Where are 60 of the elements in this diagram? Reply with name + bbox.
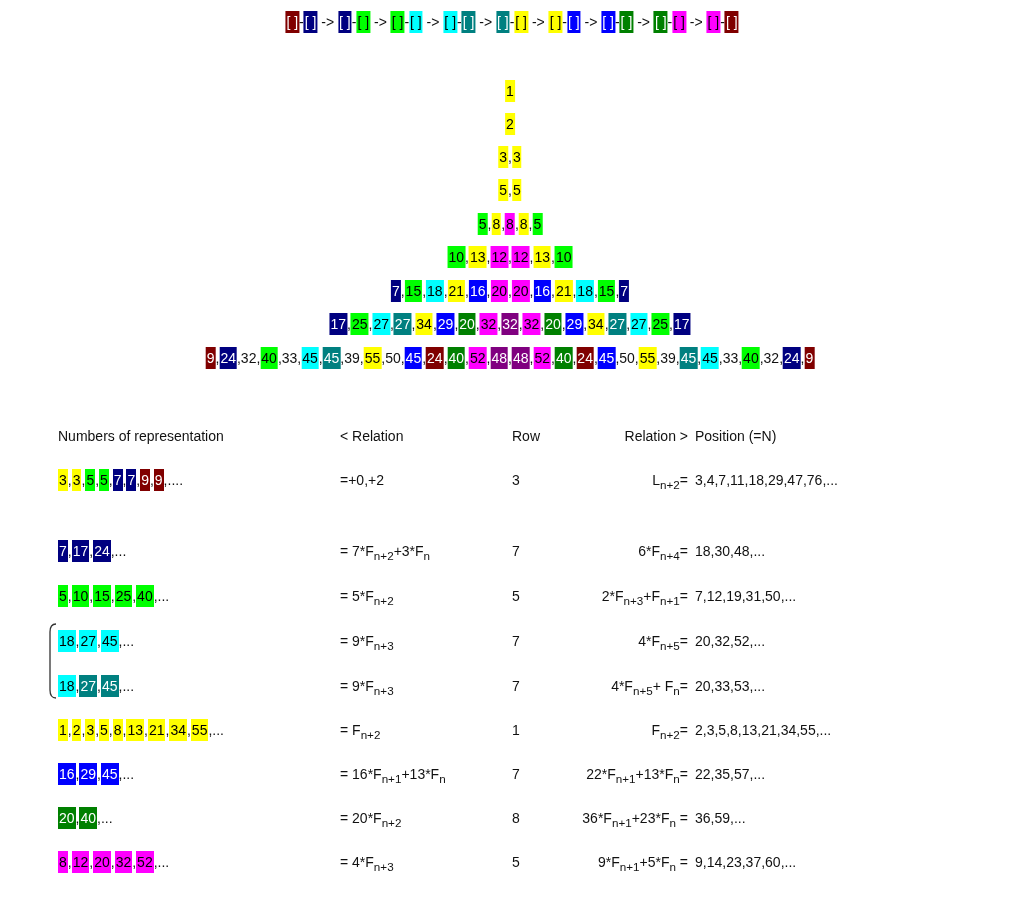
relation-formula: = 7*F$_{n+2}$+3*F$_{n}$ bbox=[340, 542, 431, 564]
column-header: Relation > bbox=[624, 427, 688, 446]
column-header: < Relation bbox=[340, 427, 404, 446]
relation-formula: F$_{n+2}$= bbox=[651, 721, 688, 743]
position-sequence: 36,59,... bbox=[695, 809, 746, 828]
relation-formula: 36*F$_{n+1}$+23*F$_{n}$ = bbox=[582, 809, 688, 831]
position-sequence: 18,30,48,... bbox=[695, 542, 766, 561]
row-number: 7 bbox=[512, 677, 520, 696]
position-sequence: 20,32,52,... bbox=[695, 632, 766, 651]
column-header: Numbers of representation bbox=[58, 427, 224, 446]
number-sequence: 3,3,5,5,7,7,9,9,.... bbox=[58, 469, 184, 491]
relation-formula: 22*F$_{n+1}$+13*F$_{n}$= bbox=[586, 765, 688, 787]
relation-formula: = 16*F$_{n+1}$+13*F$_{n}$ bbox=[340, 765, 446, 787]
row-number: 7 bbox=[512, 765, 520, 784]
triangle-number-row: 5,8,8,8,5 bbox=[477, 213, 543, 235]
row-number: 8 bbox=[512, 809, 520, 828]
relation-formula: = 9*F$_{n+3}$ bbox=[340, 632, 394, 654]
row-number: 3 bbox=[512, 471, 520, 490]
number-sequence: 7,17,24,... bbox=[58, 540, 127, 562]
column-header: Position (=N) bbox=[695, 427, 777, 446]
triangle-number-row: 9,24,32,40,33,45,45,39,55,50,45,24,40,52,48,48,52,40,24,45,50,55,39,45,45,33,40,32,24,9 bbox=[205, 347, 815, 369]
number-sequence: 5,10,15,25,40,... bbox=[58, 585, 170, 607]
number-sequence: 1,2,3,5,8,13,21,34,55,... bbox=[58, 719, 224, 741]
position-sequence: 22,35,57,... bbox=[695, 765, 766, 784]
number-sequence: 8,12,20,32,52,... bbox=[58, 851, 170, 873]
position-sequence: 9,14,23,37,60,... bbox=[695, 853, 797, 872]
relation-formula: 4*F$_{n+5}$= bbox=[638, 632, 688, 654]
row-number: 1 bbox=[512, 721, 520, 740]
position-sequence: 2,3,5,8,13,21,34,55,... bbox=[695, 721, 832, 740]
position-sequence: 20,33,53,... bbox=[695, 677, 766, 696]
triangle-number-row: 7,15,18,21,16,20,20,16,21,18,15,7 bbox=[390, 280, 630, 302]
row-number: 7 bbox=[512, 632, 520, 651]
position-sequence: 3,4,7,11,18,29,47,76,... bbox=[695, 471, 838, 490]
relation-formula: 9*F$_{n+1}$+5*F$_{n}$ = bbox=[597, 853, 688, 875]
color-pair-sequence: [ ]-[ ] -> [ ]-[ ] -> [ ]-[ ] -> [ ]-[ ] -> [ ]-[ ] -> [ ]-[ ] -> [ ]-[ ] -> [ ]-[ ] -> [ ]-[ ] bbox=[285, 11, 739, 33]
number-sequence: 20,40,... bbox=[58, 807, 113, 829]
number-sequence: 18,27,45,... bbox=[58, 630, 135, 652]
position-sequence: 7,12,19,31,50,... bbox=[695, 587, 797, 606]
row-number: 5 bbox=[512, 853, 520, 872]
column-header: Row bbox=[512, 427, 540, 446]
triangle-number-row: 3,3 bbox=[498, 146, 522, 168]
number-sequence: 18,27,45,... bbox=[58, 675, 135, 697]
triangle-number-row: 10,13,12,12,13,10 bbox=[447, 246, 573, 268]
relation-formula: = 4*F$_{n+3}$ bbox=[340, 853, 394, 875]
relation-formula: 4*F$_{n+5}$+ F$_{n}$= bbox=[611, 677, 688, 699]
relation-formula: 2*F$_{n+3}$+F$_{n+1}$= bbox=[601, 587, 688, 609]
relation-formula: = 20*F$_{n+2}$ bbox=[340, 809, 402, 831]
relation-formula: 6*F$_{n+4}$= bbox=[638, 542, 688, 564]
row-number: 7 bbox=[512, 542, 520, 561]
relation-formula: = 9*F$_{n+3}$ bbox=[340, 677, 394, 699]
triangle-number-row: 2 bbox=[505, 113, 515, 135]
triangle-number-row: 1 bbox=[505, 80, 515, 102]
number-sequence: 16,29,45,... bbox=[58, 763, 135, 785]
triangle-number-row: 5,5 bbox=[498, 179, 522, 201]
relation-formula: =+0,+2 bbox=[340, 471, 384, 490]
row-number: 5 bbox=[512, 587, 520, 606]
relation-formula: = F$_{n+2}$ bbox=[340, 721, 381, 743]
triangle-number-row: 17,25,27,27,34,29,20,32,32,32,20,29,34,27,27,25,17 bbox=[329, 313, 691, 335]
relation-formula: = 5*F$_{n+2}$ bbox=[340, 587, 394, 609]
relation-formula: L$_{n+2}$= bbox=[652, 471, 688, 493]
